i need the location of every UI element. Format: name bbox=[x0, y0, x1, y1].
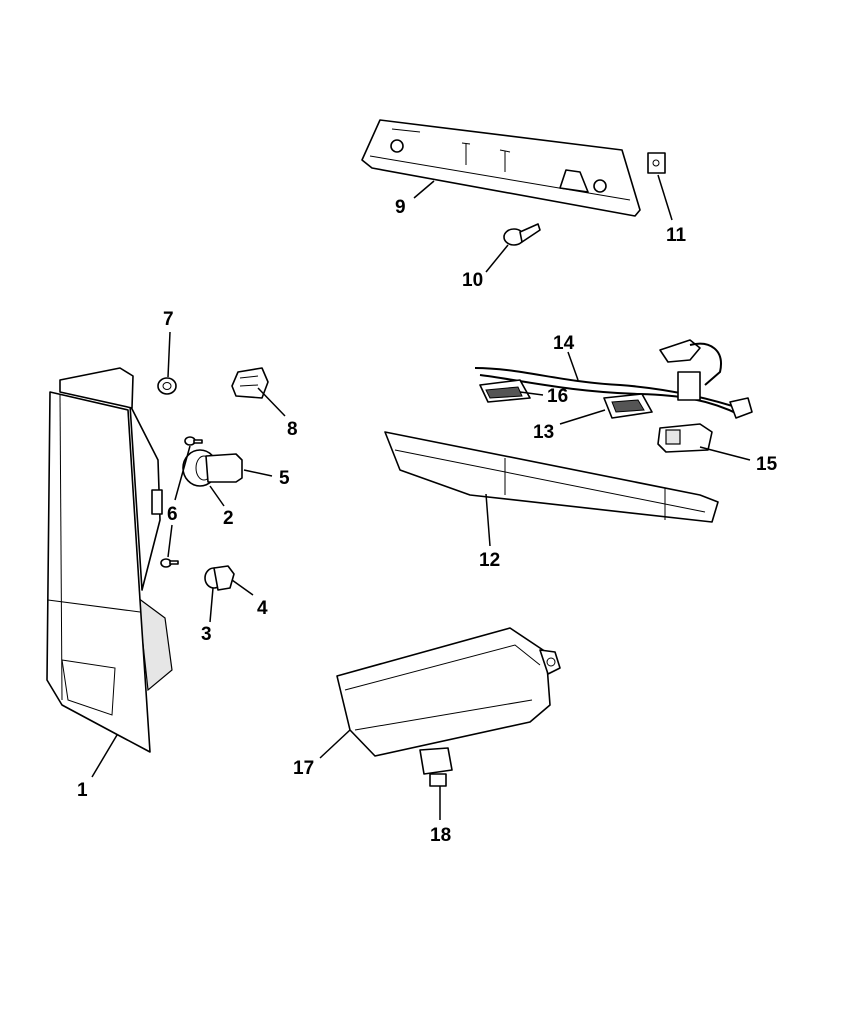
leader-7 bbox=[167, 331, 171, 378]
leader-2 bbox=[209, 485, 225, 507]
part-1-tail-lamp bbox=[46, 367, 173, 753]
callout-6: 6 bbox=[167, 504, 178, 525]
part-12-license-lamp-bar bbox=[384, 431, 719, 523]
leader-10 bbox=[485, 244, 509, 273]
leader-15 bbox=[699, 446, 751, 461]
leader-11 bbox=[657, 174, 673, 221]
callout-14: 14 bbox=[553, 333, 575, 354]
callout-16: 16 bbox=[547, 386, 568, 407]
callout-4: 4 bbox=[257, 598, 268, 619]
leader-6b bbox=[167, 524, 173, 558]
part-9-chmsl-lamp bbox=[361, 119, 641, 217]
part-7-nut bbox=[157, 377, 177, 395]
part-6-screw-lower bbox=[160, 558, 179, 568]
callout-7: 7 bbox=[163, 309, 174, 330]
part-18-bulb-socket bbox=[419, 747, 453, 787]
leader-lines bbox=[91, 174, 751, 820]
callout-15: 15 bbox=[756, 454, 778, 475]
leader-1 bbox=[91, 734, 118, 778]
part-11-clip-nut bbox=[647, 152, 666, 174]
part-8-push-pin bbox=[231, 367, 269, 399]
part-6-screw-upper bbox=[184, 436, 203, 446]
callout-10: 10 bbox=[462, 270, 483, 291]
leader-4 bbox=[231, 579, 254, 596]
part-5-socket bbox=[205, 453, 243, 483]
part-10-screw bbox=[503, 223, 541, 246]
part-13-license-lamp bbox=[603, 393, 653, 419]
callout-12: 12 bbox=[479, 550, 500, 571]
callout-11: 11 bbox=[666, 225, 687, 246]
part-4-socket bbox=[213, 565, 235, 591]
callout-8: 8 bbox=[287, 419, 298, 440]
callout-9: 9 bbox=[395, 197, 406, 218]
leader-12 bbox=[485, 493, 491, 547]
leader-5 bbox=[243, 469, 273, 477]
leader-13 bbox=[559, 409, 606, 425]
callout-2: 2 bbox=[223, 508, 234, 529]
callout-18: 18 bbox=[430, 825, 451, 846]
leader-6a bbox=[174, 445, 191, 501]
callout-13: 13 bbox=[533, 422, 554, 443]
part-15-connector bbox=[657, 423, 713, 453]
leader-3 bbox=[209, 587, 214, 623]
callout-numbers: 1 2 3 4 5 6 7 8 9 10 11 12 13 14 15 16 1… bbox=[77, 197, 778, 846]
part-17-fog-lamp bbox=[336, 627, 561, 757]
callout-17: 17 bbox=[293, 758, 314, 779]
leader-16 bbox=[519, 391, 544, 396]
callout-5: 5 bbox=[279, 468, 290, 489]
callout-3: 3 bbox=[201, 624, 212, 645]
callout-1: 1 bbox=[77, 780, 88, 801]
leader-8 bbox=[257, 387, 286, 417]
leader-17 bbox=[319, 729, 351, 759]
leader-14 bbox=[567, 351, 579, 381]
leader-9 bbox=[413, 180, 435, 199]
part-16-connector bbox=[479, 379, 531, 403]
